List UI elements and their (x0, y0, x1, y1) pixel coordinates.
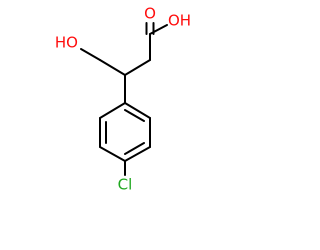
ring-bond-4 (124, 146, 151, 162)
ch-ch2oh-bond (99, 59, 126, 76)
ring-bond-6 (124, 102, 151, 119)
chlorine-label: Cl (118, 176, 133, 194)
atom-labels: O OH HO Cl (55, 5, 191, 194)
ring-bond-3 (99, 146, 126, 162)
acid-c-oh-bond (149, 24, 168, 35)
acid-hydroxyl-label: OH (168, 12, 191, 30)
ring-inner-double-top (124, 109, 145, 122)
structural-formula: O OH HO Cl (55, 5, 191, 194)
ring-bond-1 (99, 102, 126, 119)
bond-lines (80, 22, 168, 176)
ch2-hydroxyl-bond (80, 48, 101, 61)
ch2-ch-bond (124, 59, 151, 76)
ring-inner-double-bottom (124, 142, 145, 155)
acid-oxygen-label: O (144, 5, 156, 23)
alcohol-hydroxyl-label: HO (55, 34, 78, 52)
